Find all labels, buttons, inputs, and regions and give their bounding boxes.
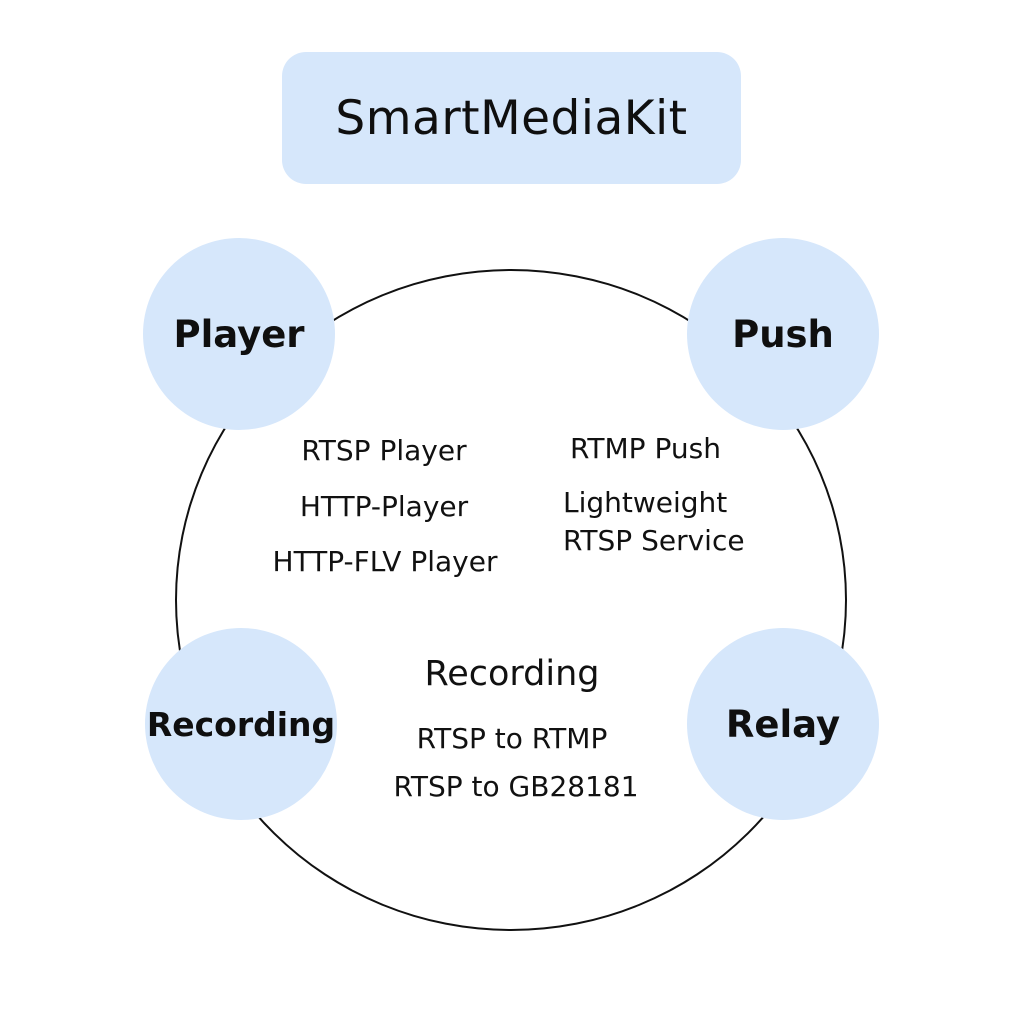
- player-feature-rtsp: RTSP Player: [301, 434, 467, 467]
- player-feature-http-flv: HTTP-FLV Player: [272, 545, 498, 578]
- player-feature-http: HTTP-Player: [299, 490, 469, 523]
- push-feature-rtsp-service: RTSP Service: [563, 524, 745, 557]
- connecting-ring: [175, 269, 847, 931]
- recording-node: Recording: [145, 628, 337, 820]
- title-box: SmartMediaKit: [282, 52, 741, 184]
- push-feature-rtmp: RTMP Push: [570, 432, 721, 465]
- relay-node: Relay: [687, 628, 879, 820]
- diagram-title: SmartMediaKit: [335, 90, 688, 146]
- center-heading: Recording: [424, 654, 600, 694]
- player-node-label: Player: [173, 312, 305, 356]
- center-item-rtsp-to-gb28181: RTSP to GB28181: [393, 770, 639, 803]
- relay-node-label: Relay: [725, 702, 841, 746]
- push-node-label: Push: [732, 312, 834, 356]
- recording-node-label: Recording: [146, 704, 336, 744]
- push-feature-lightweight: Lightweight: [563, 486, 728, 519]
- center-item-rtsp-to-rtmp: RTSP to RTMP: [416, 722, 608, 755]
- player-node: Player: [143, 238, 335, 430]
- push-node: Push: [687, 238, 879, 430]
